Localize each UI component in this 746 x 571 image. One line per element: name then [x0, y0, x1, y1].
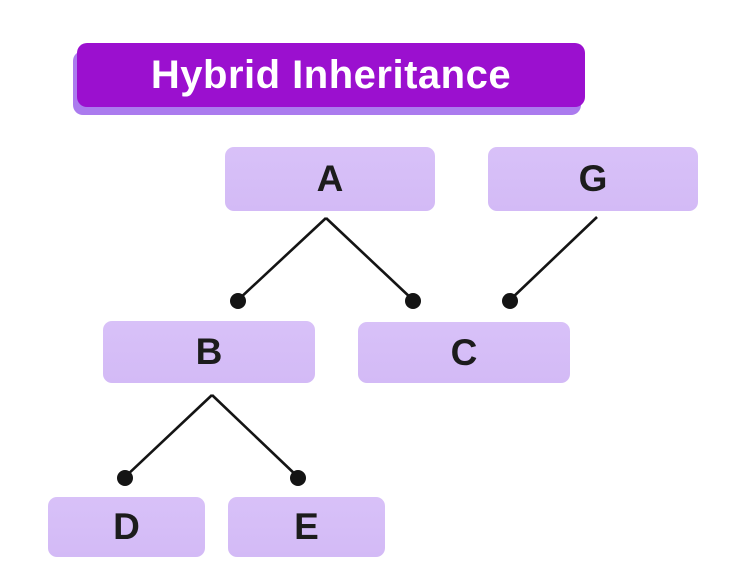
edge-g-c-line — [509, 216, 598, 301]
edge-b-d-dot — [117, 470, 133, 486]
edge-g-c — [502, 216, 598, 309]
node-G: G — [488, 147, 698, 211]
node-B: B — [103, 321, 315, 383]
edge-g-c-dot — [502, 293, 518, 309]
edge-a-b — [230, 217, 327, 309]
node-E: E — [228, 497, 385, 557]
edge-a-b-dot — [230, 293, 246, 309]
edge-b-d — [117, 394, 213, 486]
edge-b-e-dot — [290, 470, 306, 486]
edge-b-e — [211, 394, 306, 486]
node-A: A — [225, 147, 435, 211]
edge-b-e-line — [211, 394, 299, 478]
edge-b-d-line — [124, 394, 213, 478]
edge-a-c-line — [325, 217, 414, 301]
edge-a-c — [325, 217, 421, 309]
node-D: D — [48, 497, 205, 557]
title-banner: Hybrid Inheritance — [77, 43, 585, 107]
edge-a-c-dot — [405, 293, 421, 309]
node-C: C — [358, 322, 570, 383]
edge-a-b-line — [237, 217, 327, 301]
